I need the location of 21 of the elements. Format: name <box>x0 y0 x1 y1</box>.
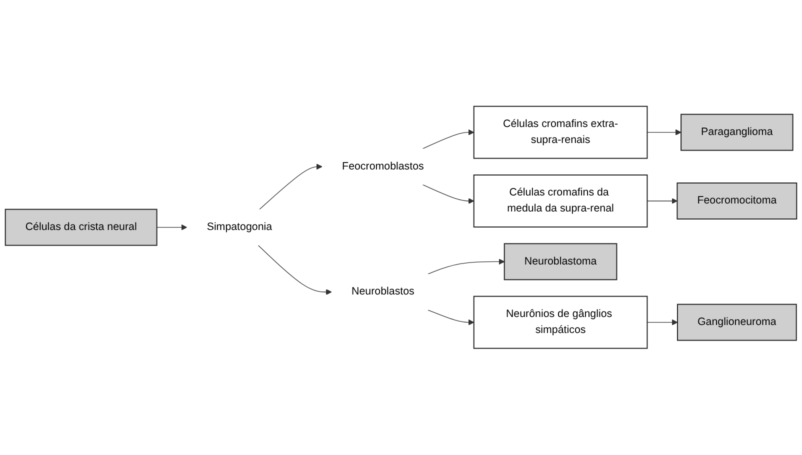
arrow <box>258 245 332 296</box>
node-box: Feocromocitoma <box>676 182 798 220</box>
node-text: Simpatogonia <box>206 221 272 233</box>
node-box: Células da crista neural <box>4 209 158 246</box>
node-box: Paraganglioma <box>680 114 794 151</box>
node-box: Neurônios de gânglios simpáticos <box>473 296 648 349</box>
arrow <box>646 198 678 204</box>
node-box: Células cromafins extra-supra-renais <box>473 106 648 159</box>
node-box: Células cromafins da medula da supra-renal <box>473 174 648 228</box>
arrow <box>428 258 505 274</box>
arrow <box>422 184 474 204</box>
node-box: Neuroblastoma <box>504 243 618 280</box>
arrow <box>422 130 474 150</box>
arrow <box>646 320 678 326</box>
node-text: Neuroblastos <box>352 286 414 298</box>
arrow <box>259 164 322 210</box>
arrow <box>156 224 188 230</box>
node-text: Feocromoblastos <box>342 160 424 172</box>
arrow <box>428 310 474 326</box>
arrow <box>646 130 682 136</box>
node-box: Ganglioneuroma <box>677 304 797 341</box>
